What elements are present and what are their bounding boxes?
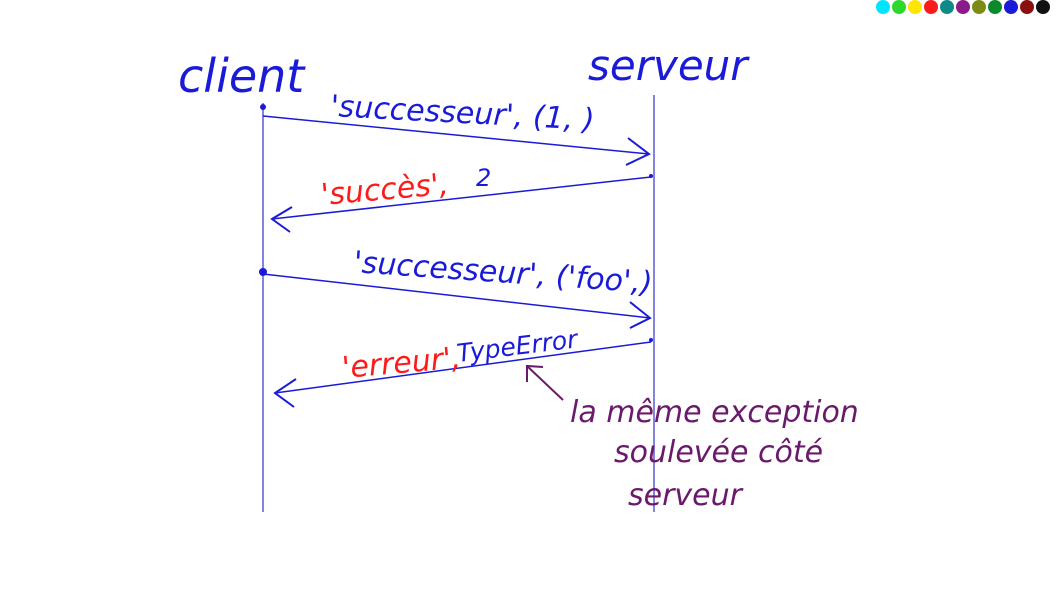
palette-swatch-9[interactable]: [1004, 0, 1018, 14]
palette-swatch-10[interactable]: [1020, 0, 1034, 14]
palette-swatch-5[interactable]: [940, 0, 954, 14]
message-4-start-dot: [649, 338, 653, 342]
message-1-start-dot: [260, 104, 266, 110]
annotation-line-3: serveur: [628, 478, 744, 513]
annotation-pointer-head: [526, 364, 544, 382]
message-4-arrowhead: [273, 378, 297, 408]
annotation-pointer: [526, 365, 564, 401]
palette-swatch-1[interactable]: [876, 0, 890, 14]
palette-swatch-11[interactable]: [1036, 0, 1050, 14]
palette-swatch-6[interactable]: [956, 0, 970, 14]
message-1-arrowhead: [625, 137, 651, 166]
message-4-status: 'erreur',: [341, 341, 463, 386]
message-4-arrow: [274, 341, 652, 394]
message-2-arrowhead: [270, 206, 293, 233]
message-2-status: 'succès',: [320, 167, 450, 213]
message-2-arrow: [271, 176, 652, 220]
client-label: client: [178, 49, 306, 103]
palette-swatch-7[interactable]: [972, 0, 986, 14]
annotation-line-2: soulevée côté: [614, 435, 823, 470]
palette-swatch-8[interactable]: [988, 0, 1002, 14]
message-3-label: 'successeur', ('foo',): [352, 245, 653, 301]
color-palette: [876, 0, 1050, 16]
palette-swatch-4[interactable]: [924, 0, 938, 14]
annotation-line-1: la même exception: [570, 395, 859, 430]
message-3-arrowhead: [629, 301, 652, 329]
message-4-value: TypeError: [455, 324, 580, 368]
message-3-arrow: [262, 273, 651, 319]
server-label: serveur: [588, 41, 750, 90]
message-1-arrow: [262, 115, 650, 155]
message-2-value: 2: [476, 164, 491, 192]
message-1-label: 'successeur', (1, ): [330, 89, 596, 138]
palette-swatch-3[interactable]: [908, 0, 922, 14]
palette-swatch-2[interactable]: [892, 0, 906, 14]
